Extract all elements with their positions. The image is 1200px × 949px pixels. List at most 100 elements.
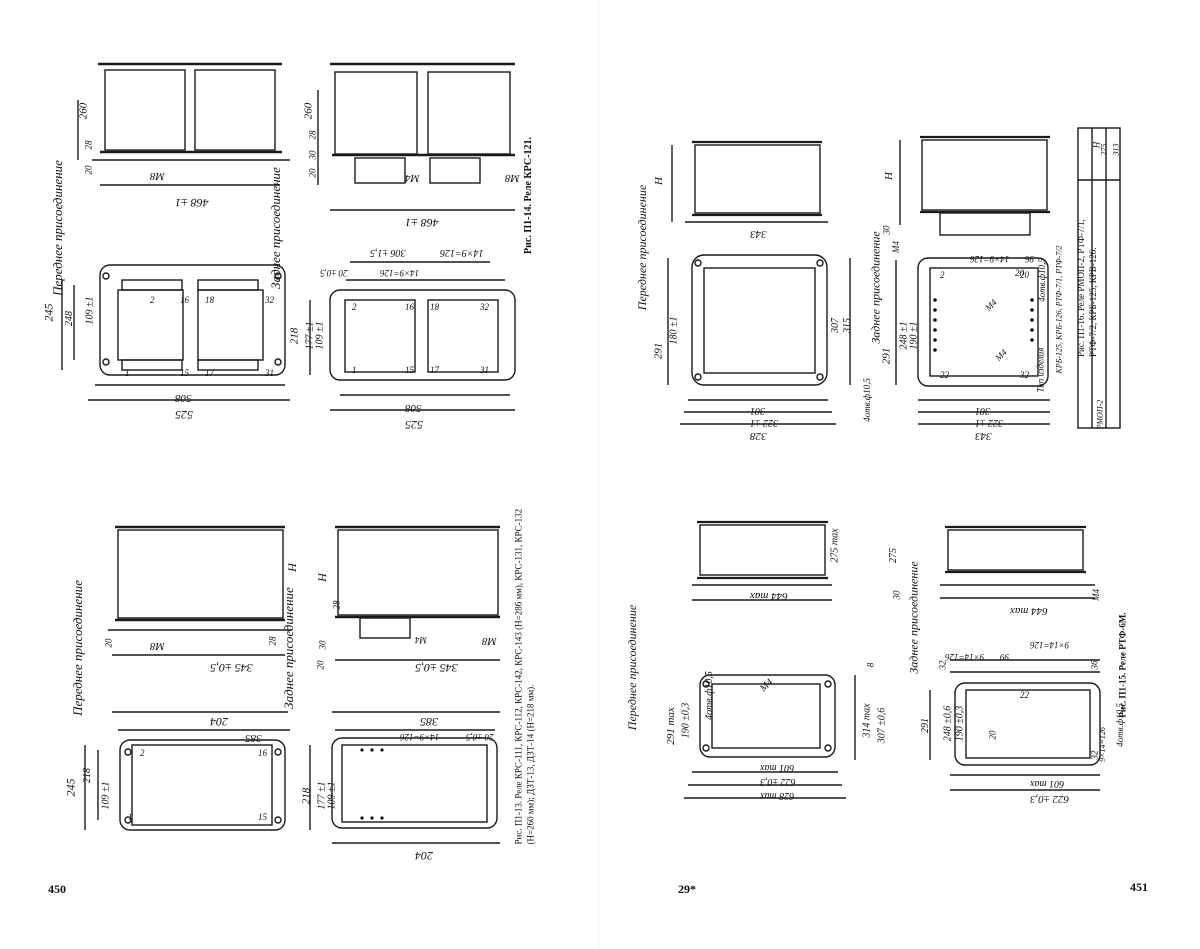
fig14-pin-7: 31 [265,368,274,378]
fig13-rear-side-view [335,525,500,661]
fig15-caption: Рис. П1-15. Реле РТФ-6М. [1117,612,1128,718]
fig16-front-plan-view [667,254,851,425]
fig14-dim-5: 260 [302,102,315,120]
fig14-dim-8: 20 [307,168,318,178]
fig13-dim-4: 345 ±0,5 [210,661,253,675]
fig13-pin-0: 2 [140,748,145,758]
fig15-dim-1: 644 max [750,590,788,602]
fig16-dim-16: 190 ±1 [908,321,920,350]
fig14-caption: Рис. П1-14. Реле КРС-121. [522,137,534,254]
right-page-number: 451 [1130,880,1148,894]
right-page: Переднее присоединение Заднее присоедине… [600,0,1200,949]
fig13-dim-5: H [314,573,329,582]
fig13-dim-7: 30 [317,640,328,650]
fig14-pin-10: 18 [430,302,439,312]
fig14-dim-22: 306 ±1,5 [370,247,406,258]
fig16-table-row1-type: КРБ-125, КРБ-126, РТФ-7/1, РТФ-7/2 [1054,245,1064,374]
fig16-table-row1-h: 275 [1099,143,1109,156]
fig15-dim-14: 307 ±0,6 [876,707,888,744]
fig14-dim-20: 525 [405,418,423,432]
fig14-pin-1: 16 [180,295,189,305]
fig15-dim-5: М4 [1091,589,1101,601]
fig13-pin-3: 15 [258,812,267,822]
fig14-dim-15: 525 [175,408,193,422]
fig15-dim-11: 622 ±0,3 [760,776,796,787]
fig15-dim-24: 291 [920,718,931,733]
fig15-dim-28: 622 ±0,3 [1030,793,1070,805]
fig16-pin-1: 20 [1020,270,1029,280]
fig15-dim-0: 275 max [829,528,841,563]
fig14-rear-side-view [317,62,515,211]
fig15-dim-18: 9×14=126 [1030,640,1070,650]
fig16-terminal-dots [933,298,1034,352]
fig14-dim-1: 28 [83,140,94,150]
fig16-type-table [1077,127,1121,429]
fig14-front-title: Переднее присоединение [49,160,65,296]
fig15-dim-12: 628 max [760,790,795,801]
fig16-table-row2-type: РМОП-2 [1095,399,1105,430]
fig16-dim-21: 96 [1025,254,1034,264]
fig13-dim-21: 204 [415,849,433,863]
fig16-dim-9: 328 [750,430,767,442]
fig13-dim-8: 20 [315,660,326,670]
fig15-dim-19: 32 [937,660,948,670]
fig13-dim-10: М8 [482,635,497,647]
fig15-front-title: Переднее присоединение [625,604,640,731]
fig14-pin-14: 17 [430,365,439,375]
fig16-pin-2: 22 [940,370,949,380]
fig16-dim-6: 180 ±1 [668,316,680,345]
fig13-dim-22: 14×9=126 [400,732,440,742]
fig16-table-header-type: Тип изделия [1035,347,1046,393]
fig15-dim-23: 22 [1020,690,1029,700]
fig13-dim-14: 109 ±1 [100,781,112,810]
fig15-dim-8: 4отв.ф10,5 [703,671,715,720]
fig16-dim-19: 343 [975,430,992,442]
fig13-dim-6: 28 [331,600,342,610]
fig16-dim-22: 20 [1015,268,1024,278]
fig15-dim-13: 314 max [861,703,873,738]
fig15-dim-6: 291 max [664,707,677,745]
fig14-pin-2: 18 [205,295,214,305]
fig16-dim-7: 301 [750,405,765,416]
fig14-front-plan-view [61,264,290,401]
fig15-dim-22: 20 [987,730,998,740]
fig14-dim-9: М4 [405,172,420,184]
fig13-rear-title: Заднее присоединение [280,587,296,709]
fig14-pin-4: 1 [125,368,130,378]
fig13-rear-plan-view [309,711,500,844]
fig14-dim-6: 28 [307,130,318,140]
fig15-dim-17: 99 [1000,652,1009,662]
fig16-rear-side-view [899,135,1050,236]
fig14-pin-12: 1 [352,365,357,375]
fig14-dim-25: 20 ±0,5 [320,268,348,278]
fig16-rear-plan-view [895,257,1050,425]
fig14-dim-21: 508 [405,402,422,414]
fig16-dim-2: H [882,172,895,180]
fig16-front-side-view [671,140,828,223]
fig14-dim-7: 30 [307,150,318,160]
fig13-front-side-view [108,525,292,656]
fig15-dim-2: 275 [888,548,899,563]
fig14-dim-4: 468 ±1 [175,196,209,210]
fig15-dim-10: 601 max [760,762,795,773]
fig14-pin-6: 17 [205,368,214,378]
fig13-dim-15: 204 [210,715,228,729]
fig15-dim-16: 9×14=126 [945,652,985,662]
fig14-pin-0: 2 [150,295,155,305]
fig13-pin-1: 16 [258,748,267,758]
fig16-dim-4: М4 [891,241,901,253]
fig15-rear-title: Заднее присоединение [906,561,921,674]
fig16-pin-0: 2 [940,270,945,280]
right-page-drawings [667,127,1121,799]
fig13-dim-16: 385 [245,732,262,744]
fig14-pin-11: 32 [480,302,489,312]
fig15-dim-3: 30 [891,590,902,600]
fig16-dim-14: 291 [880,347,893,365]
fig16-dim-13: 4отв.ф10,5 [1036,258,1047,302]
fig14-dim-14: 109 ±1 [84,296,96,325]
fig14-pin-5: 15 [180,368,189,378]
fig16-front-title: Переднее присоединение [635,184,650,311]
fig16-dim-18: 322 ±1 [975,417,1003,428]
fig15-dim-30: 9×14=126 [1097,727,1107,762]
